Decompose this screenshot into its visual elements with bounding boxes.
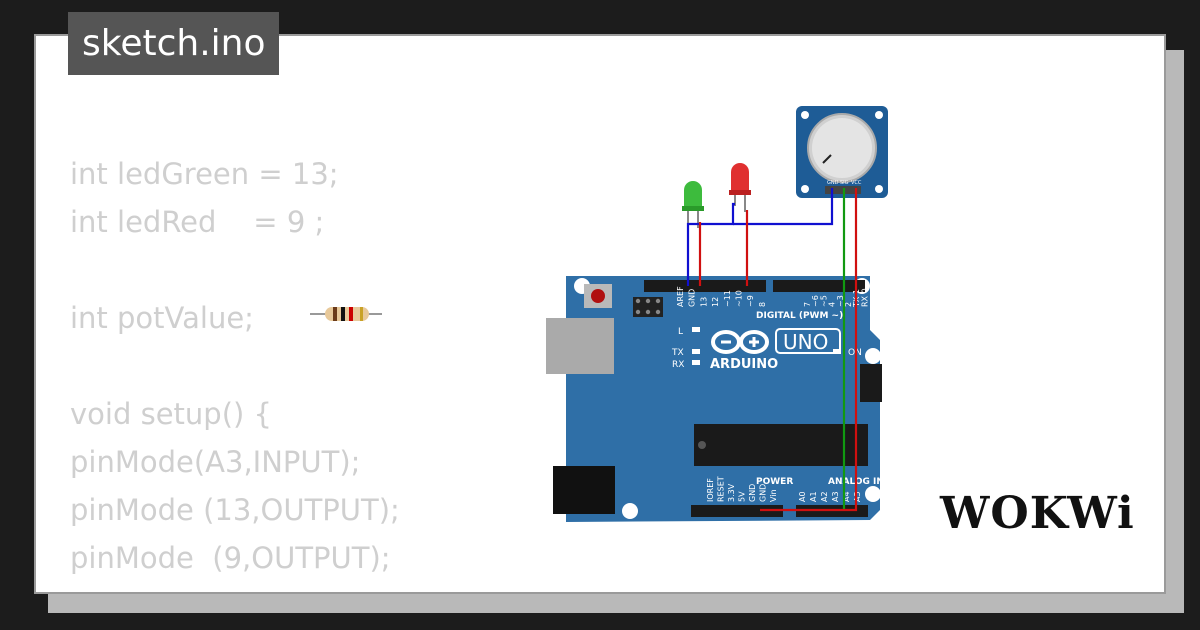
pin-label: 13 [699, 297, 708, 307]
pin-label: GND [688, 289, 697, 307]
filename-tag: sketch.ino [68, 12, 280, 75]
pot-pin-sig: SIG [840, 180, 849, 186]
pin-label: 3.3V [727, 483, 736, 502]
digital-header-right [773, 280, 865, 292]
wire-blue-pot [733, 188, 834, 226]
l-led-label: L [678, 327, 683, 337]
brand-label: ARDUINO [710, 357, 778, 372]
code-line: int potValue; [70, 301, 254, 335]
tx-led-label: TX [671, 348, 684, 358]
pin-label: ~3 [836, 295, 845, 307]
digital-label: DIGITAL (PWM ~) [756, 311, 843, 321]
pin-label: ~11 [723, 290, 732, 307]
code-line: pinMode(A3,INPUT); [70, 445, 361, 479]
pin-label: IOREF [706, 478, 715, 502]
code-line: void setup() { [70, 397, 272, 431]
code-line: pinMode (9,OUTPUT); [70, 541, 391, 575]
pot-pin-gnd: GND [827, 180, 839, 186]
wires [686, 188, 858, 512]
digital-header-left [644, 280, 766, 292]
resistor [310, 307, 382, 321]
usb-port [546, 318, 614, 374]
rx-led-label: RX [672, 360, 684, 370]
code-line: int ledGreen = 13; [70, 157, 339, 191]
power-label: POWER [756, 477, 793, 487]
wire-blue [686, 202, 735, 286]
pin-label: AREF [676, 286, 685, 307]
wire-red-vcc [760, 188, 858, 512]
pot-pin-vcc: VCC [851, 180, 862, 186]
arduino-logo-icon [711, 330, 769, 354]
icsp-header [860, 364, 882, 402]
pin-label: A5 [853, 491, 862, 502]
code-line: pinMode (13,OUTPUT); [70, 493, 400, 527]
pin-label: Vin [769, 489, 778, 502]
pin-label: A4 [842, 491, 851, 502]
pin-label: GND [759, 484, 768, 502]
pin-label: A1 [809, 491, 818, 502]
pin-label: A3 [831, 491, 840, 502]
led-red[interactable] [729, 163, 751, 212]
pin-label: 8 [758, 302, 767, 307]
potentiometer[interactable]: GND SIG VCC [796, 106, 888, 198]
power-jack [553, 466, 615, 514]
wokwi-logo: WOKWi [940, 488, 1135, 539]
pin-label: A2 [820, 491, 829, 502]
pin-label: ~9 [746, 295, 755, 307]
pin-label: 4 [828, 302, 837, 307]
power-header [691, 505, 783, 517]
arduino-uno-board[interactable]: L TX RX ON ARDUINO UNO DIGITAL (PWM ~) P… [546, 276, 884, 522]
pin-label: RX 0 [860, 288, 869, 307]
pin-label: A0 [798, 491, 807, 502]
pin-label: ~6 [811, 295, 820, 307]
pin-label: ~10 [735, 290, 744, 307]
pin-label: 5V [738, 491, 747, 502]
pin-label: GND [748, 484, 757, 502]
pin-label: 2 [844, 302, 853, 307]
pin-label: 12 [711, 297, 720, 307]
model-label: UNO [783, 330, 828, 354]
pin-label: RESET [717, 476, 726, 502]
pin-label: 7 [803, 302, 812, 307]
atmega-chip [694, 424, 868, 466]
led-green[interactable] [682, 181, 704, 228]
pin-label: ~5 [819, 295, 828, 307]
code-preview: int ledGreen = 13; int ledRed = 9 ; int po… [70, 150, 400, 582]
code-line: int ledRed = 9 ; [70, 205, 325, 239]
